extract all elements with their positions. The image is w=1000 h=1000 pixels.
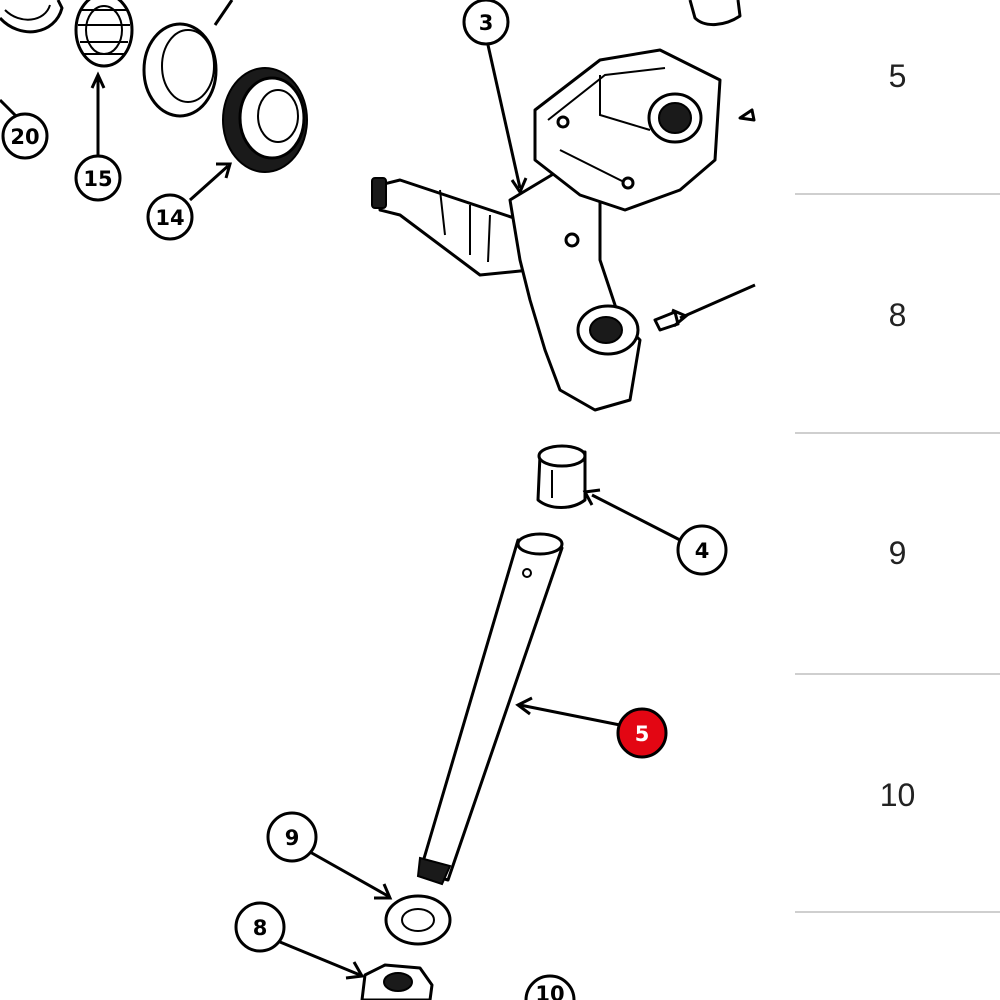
part-14-seal[interactable] <box>222 67 308 173</box>
part-list-item[interactable]: 5 <box>795 58 1000 95</box>
part-3-steering-knuckle[interactable] <box>371 48 756 412</box>
part-list-label: 10 <box>879 777 916 813</box>
part-list-label: 5 <box>888 58 907 94</box>
svg-text:4: 4 <box>695 539 710 563</box>
callout-3[interactable]: 3 <box>462 0 528 196</box>
part-number-list: 5 8 9 10 <box>795 0 1000 1000</box>
part-bearing-cup <box>142 22 218 118</box>
part-4-bushing[interactable] <box>536 444 587 509</box>
part-5-king-pin[interactable] <box>416 532 564 886</box>
svg-text:10: 10 <box>535 982 564 1000</box>
callout-4[interactable]: 4 <box>582 488 728 576</box>
divider <box>795 911 1000 913</box>
part-ring-partial <box>0 0 64 34</box>
svg-text:8: 8 <box>253 916 268 940</box>
svg-text:20: 20 <box>10 125 39 149</box>
svg-text:3: 3 <box>479 11 494 35</box>
callout-20[interactable]: 20 <box>0 98 49 160</box>
part-8-nut[interactable] <box>360 963 434 1000</box>
leader-arrow-fitting <box>671 308 689 328</box>
divider <box>795 432 1000 434</box>
part-15-roller-bearing[interactable] <box>74 0 134 68</box>
svg-text:9: 9 <box>285 826 300 850</box>
divider <box>795 673 1000 675</box>
divider <box>795 193 1000 195</box>
part-bushing-top <box>688 0 742 26</box>
svg-text:5: 5 <box>635 722 650 746</box>
callout-9[interactable]: 9 <box>266 811 393 900</box>
svg-text:15: 15 <box>83 167 112 191</box>
part-list-label: 9 <box>888 535 907 571</box>
part-list-item[interactable]: 10 <box>795 777 1000 814</box>
leader-fitting-lower <box>679 283 756 320</box>
part-list-label: 8 <box>888 297 907 333</box>
svg-text:14: 14 <box>155 206 184 230</box>
callout-15[interactable]: 15 <box>74 71 122 202</box>
part-list-item[interactable]: 9 <box>795 535 1000 572</box>
part-list-item[interactable]: 8 <box>795 297 1000 334</box>
callout-14[interactable]: 14 <box>146 162 232 241</box>
callout-5[interactable]: 5 <box>515 696 668 759</box>
callout-8[interactable]: 8 <box>234 901 365 980</box>
callout-10[interactable]: 10 <box>524 974 576 1000</box>
leader-top <box>213 0 234 26</box>
part-9-washer[interactable] <box>384 894 452 946</box>
